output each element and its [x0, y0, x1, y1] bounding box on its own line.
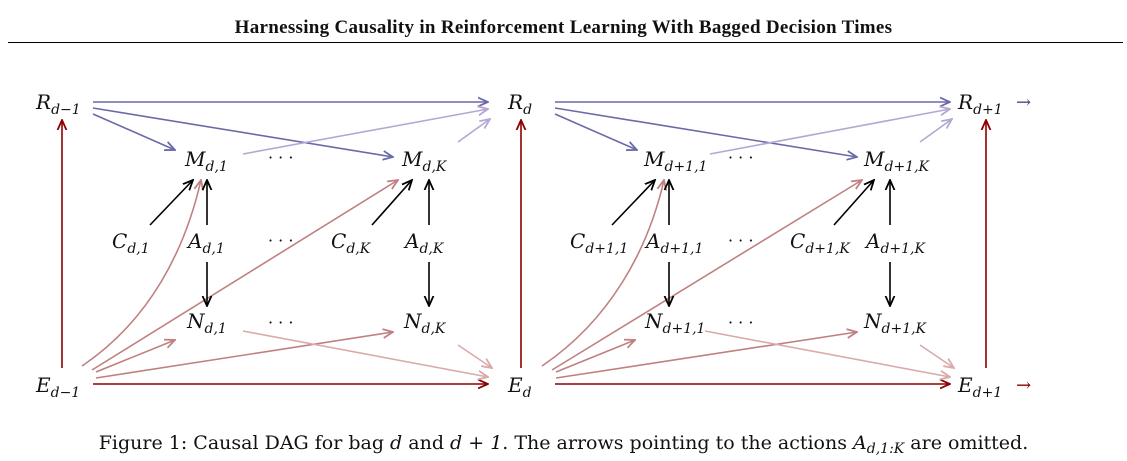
caption-d-plus-one: d + 1 — [450, 432, 503, 454]
edge-M-d1-1-to-R-d1 — [709, 109, 950, 155]
node-N-d-K: Nd,K — [403, 309, 447, 337]
edge-E-d-to-N-d1-K — [555, 332, 857, 379]
node-M-d-1: Md,1 — [184, 147, 228, 175]
dag-edges — [62, 102, 986, 384]
edge-N-d1-1-to-E-d1 — [704, 330, 950, 377]
edge-M-d1-K-to-R-d1 — [919, 119, 952, 143]
node-A-d-K: Ad,K — [403, 229, 445, 257]
node-R-d-minus-1: Rd−1 — [35, 90, 81, 118]
node-N-d1-K: Nd+1,K — [863, 309, 928, 337]
node-C-d1-K: Cd+1,K — [790, 229, 851, 257]
edge-E-d-to-M-d1-1 — [541, 180, 664, 367]
caption-suffix: are omitted. — [904, 432, 1029, 454]
figure-caption: Figure 1: Causal DAG for bag d and d + 1… — [0, 432, 1127, 457]
causal-dag-diagram: Rd−1 Rd Rd+1 → Ed−1 Ed Ed+1 → Md,1 · · ·… — [35, 90, 1031, 401]
node-C-d-K: Cd,K — [331, 229, 372, 257]
edge-E-dm1-to-M-d1 — [81, 180, 201, 367]
node-M-d-K: Md,K — [401, 147, 448, 175]
edge-E-d-to-N-d1-1 — [555, 340, 635, 373]
page-header-title: Harnessing Causality in Reinforcement Le… — [234, 17, 893, 38]
header-rule — [8, 42, 1123, 43]
caption-var-d: d — [390, 432, 403, 454]
edge-N-d1-to-E-d — [242, 330, 488, 377]
node-R-d: Rd — [507, 90, 532, 118]
edge-C-d1-1-to-M-d1-1 — [611, 180, 655, 226]
node-M-d1-1: Md+1,1 — [643, 147, 707, 175]
caption-action-main: A — [853, 432, 867, 454]
node-A-d-1: Ad,1 — [186, 229, 225, 257]
edge-R-dm1-to-M-dK — [92, 107, 393, 157]
edge-R-dm1-to-M-d1 — [92, 113, 175, 150]
trailing-arrow-R: → — [1016, 92, 1031, 113]
dag-node-labels: Rd−1 Rd Rd+1 → Ed−1 Ed Ed+1 → Md,1 · · ·… — [35, 90, 1031, 401]
edge-N-d1-K-to-E-d1 — [919, 344, 954, 368]
node-A-d1-1: Ad+1,1 — [644, 229, 703, 257]
edge-M-dK-to-R-d — [457, 119, 490, 143]
edge-C-d1-K-to-M-d1-K — [833, 180, 874, 226]
node-C-d1-1: Cd+1,1 — [570, 229, 628, 257]
caption-action-sub: d,1:K — [866, 441, 905, 457]
ellipsis-M-d: · · · — [268, 148, 293, 167]
node-C-d-1: Cd,1 — [112, 229, 150, 257]
caption-and: and — [402, 432, 451, 454]
trailing-arrow-E: → — [1016, 375, 1031, 396]
caption-middle: . The arrows pointing to the actions — [502, 432, 854, 454]
node-E-d-plus-1: Ed+1 — [957, 373, 1002, 401]
edge-E-dm1-to-N-dK — [95, 332, 393, 379]
node-A-d1-K: Ad+1,K — [864, 229, 927, 257]
edge-E-d-to-M-d1-K — [551, 180, 862, 371]
node-E-d-minus-1: Ed−1 — [35, 373, 80, 401]
edge-C-d1-to-M-d1 — [149, 180, 193, 226]
ellipsis-N-d1: · · · — [728, 313, 753, 332]
node-M-d1-K: Md+1,K — [863, 147, 931, 175]
caption-prefix: Figure 1: Causal DAG for bag — [98, 432, 391, 454]
ellipsis-A-d1: · · · — [728, 231, 753, 250]
node-E-d: Ed — [507, 373, 532, 401]
edge-N-dK-to-E-d — [457, 344, 492, 368]
node-N-d1-1: Nd+1,1 — [644, 309, 705, 337]
ellipsis-N-d: · · · — [268, 313, 293, 332]
node-R-d-plus-1: Rd+1 — [957, 90, 1003, 118]
edge-M-d1-to-R-d — [242, 109, 488, 155]
edge-R-d-to-M-d1-1 — [554, 113, 637, 150]
ellipsis-M-d1: · · · — [728, 148, 753, 167]
edge-R-d-to-M-d1-K — [554, 107, 857, 157]
edge-C-dK-to-M-dK — [371, 180, 412, 226]
edge-E-dm1-to-M-dK — [91, 180, 398, 371]
node-N-d-1: Nd,1 — [186, 309, 227, 337]
ellipsis-A-d: · · · — [268, 231, 293, 250]
edge-E-dm1-to-N-d1 — [95, 340, 175, 373]
